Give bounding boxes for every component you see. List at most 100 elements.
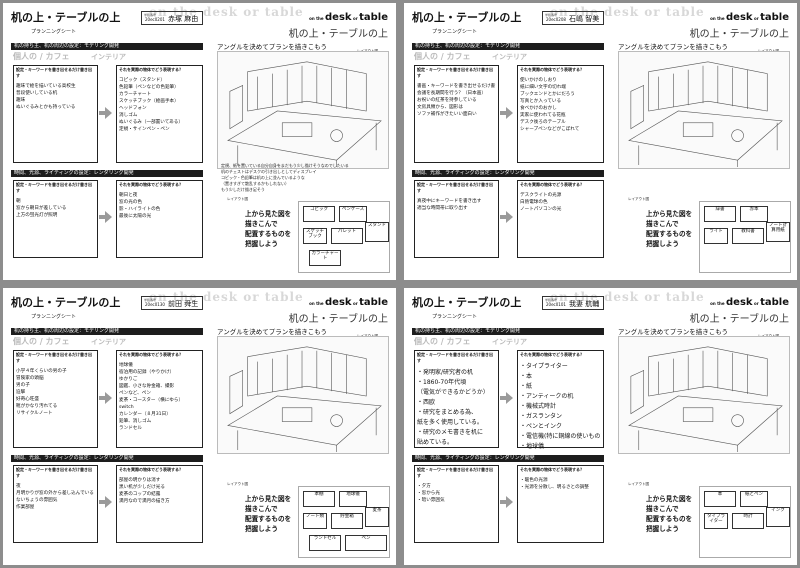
plan-item: スケッチブック — [303, 228, 327, 244]
list-item: 地球儀 — [119, 363, 133, 368]
list-item: ランドセル — [119, 426, 142, 431]
desk-sketch-image — [618, 336, 790, 454]
list-item: （置きすぎて散乱するかもしれない） — [221, 181, 289, 186]
list-item: switch — [119, 405, 134, 410]
list-item: 影・ハイライトの色 — [119, 207, 161, 212]
class-label: 学籍番号 — [144, 298, 157, 302]
object-box-rendering: それを実際の物体でどう表現する？デスクライトの光源白熱電球の色ノートパソコンの光 — [517, 180, 604, 258]
modeling-section-bar: 机の持ち主、机の周辺の設定：モデリング開発 — [412, 43, 604, 50]
planning-sheet-4: on the desk or table 机の上・テーブルの上 プランニングシー… — [404, 288, 797, 565]
sheet-title: 机の上・テーブルの上 — [412, 11, 522, 24]
render-note: 定規、紙を置いている自分自身をまだもう少し描けそうなのでしたいる机のチェストはデ… — [221, 163, 349, 193]
keyword-box-modeling: 設定・キーワードを書き出せるだけ書き出す・発明家/研究者の机・1860-70年代… — [414, 350, 499, 448]
list-item: 会議を長期間を行う？（日本画） — [417, 91, 486, 96]
list-item: ・窓から光 — [417, 491, 440, 496]
desk-sketch-image — [217, 51, 389, 169]
object-box-modeling: それを実際の物体でどう表現する？・タイプライター・本・紙・アンティークの机・機械… — [517, 350, 604, 450]
object-box-rendering: それを実際の物体でどう表現する？部屋の明かりは消す黒い机が少しだけ光る麦茶のコッ… — [116, 465, 203, 543]
list-item: 定規・サインペン・ペン — [119, 127, 170, 132]
planning-sheet-3: on the desk or table 机の上・テーブルの上 プランニングシー… — [3, 288, 396, 565]
angle-heading: アングルを決めてプランを描きこもう — [217, 328, 328, 336]
plan-item: 赤本 — [740, 206, 768, 222]
list-item: ・研究のメモ書きを机に — [417, 429, 484, 436]
list-item: 満月なので満月の描き方 — [119, 499, 170, 504]
arrow-right-icon — [99, 392, 112, 404]
list-item: 靴がかなり汚れてる — [16, 404, 58, 409]
list-item: 書画・キーワードを書き出せるだけ書き出す — [417, 84, 496, 89]
list-item: 配置するものを — [646, 230, 693, 238]
top-view-instruction: 上から見た図を描きこんで配置するものを把握しよう — [245, 494, 291, 534]
top-view-instruction: 上から見た図を描きこんで配置するものを把握しよう — [245, 209, 291, 249]
list-item: 食べかけのおかし — [520, 106, 557, 111]
list-item: ヘッドフォン — [119, 106, 147, 111]
list-item: 描きこんで — [646, 220, 679, 228]
list-item: 最後に太陽の光 — [119, 214, 152, 219]
list-item: ・本 — [520, 373, 533, 380]
list-item: 宿泊用の記録（やりかけ） — [119, 370, 175, 375]
list-item: 定規、紙を置いている自分自身をまだもう少し描けそうなのでしたいる — [221, 163, 349, 168]
list-item: カラーチャート — [119, 92, 152, 97]
plan-item: 教科書 — [732, 228, 764, 244]
list-item: 色鉛筆（ペンなどの色鉛筆） — [119, 85, 179, 90]
arrow-right-icon — [99, 211, 112, 223]
list-item: 麦茶・コースター（横にゆら） — [119, 398, 184, 403]
sheet-title: 机の上・テーブルの上 — [11, 296, 121, 309]
student-id-box: 学籍番号 20ec0130 前田 舜生 — [141, 296, 203, 310]
plan-item: 本棚 — [303, 491, 335, 507]
plan-item: コピック — [303, 206, 335, 222]
list-item: ・研究をまとめる為、 — [417, 409, 478, 416]
ghost-interior: インテリア — [492, 337, 527, 346]
list-item: 夜 — [16, 484, 21, 489]
list-item: 上方の蛍光灯が照明 — [16, 213, 58, 218]
class-label: 学籍番号 — [545, 13, 558, 17]
layout-label: レイアウト図 — [628, 197, 649, 201]
list-item: カレンダー（８月31日） — [119, 412, 171, 417]
plan-item: 紙とペン — [740, 491, 768, 507]
planning-sheet-1: on the desk or table 机の上・テーブルの上 プランニングシー… — [3, 3, 396, 280]
list-item: 貼めている。 — [417, 439, 454, 446]
list-item: ・西欧 — [417, 399, 436, 406]
list-item: 男の子 — [16, 383, 30, 388]
arrow-right-icon — [500, 496, 513, 508]
sheet-subtitle: プランニングシート — [31, 29, 77, 35]
list-item: 把握しよう — [646, 240, 679, 248]
rendering-section-bar: 時間、光源、ライティングの設定：レンダリング開発 — [412, 455, 604, 462]
keyword-box-rendering: 設定・キーワードを書き出せるだけ書き出す朝窓から朝日が差している上方の蛍光灯が照… — [13, 180, 98, 258]
layout-label: レイアウト図 — [628, 482, 649, 486]
arrow-right-icon — [500, 107, 513, 119]
student-number: 20ec0130 — [145, 302, 165, 307]
ghost-interior: インテリア — [91, 337, 126, 346]
student-name: 前田 舜生 — [168, 300, 199, 308]
plan-item: カラーチャート — [309, 250, 341, 266]
keyword-box-modeling: 設定・キーワードを書き出せるだけ書き出す趣味で絵を描いている高校生普段使いしてい… — [13, 65, 98, 163]
list-item: 配置するものを — [245, 230, 292, 238]
ghost-interior: インテリア — [91, 52, 126, 61]
jp-title: 机の上・テーブルの上 — [288, 29, 388, 40]
top-view-plan: コピックペンケーススケッチブックパレットスタンドカラーチャート — [298, 201, 390, 273]
desk-or-table-logo: on the desk or table — [309, 12, 388, 23]
student-number: 20ec0201 — [145, 17, 165, 22]
list-item: 配置するものを — [245, 515, 292, 523]
list-item: 窓の光の色 — [119, 200, 142, 205]
list-item: 文房具類から、図形は — [417, 105, 463, 110]
rendering-section-bar: 時間、光源、ライティングの設定：レンダリング開発 — [412, 170, 604, 177]
desk-or-table-logo: on the desk or table — [309, 297, 388, 308]
plan-item: タイプライター — [704, 513, 728, 529]
list-item: コピック（スタンド） — [119, 78, 165, 83]
list-item: ・暖色の光源 — [520, 478, 548, 483]
ghost-owner: 個人の / カフェ — [13, 51, 70, 61]
list-item: 白熱電球の色 — [520, 200, 548, 205]
student-id-box: 学籍番号 20ec0101 我妻 航輔 — [542, 296, 604, 310]
list-item: ゆかりご — [119, 377, 138, 382]
list-item: 月明かりが窓の外から差し込んでいる — [16, 491, 94, 496]
list-item: ・夕方 — [417, 484, 431, 489]
top-view-plan: 本棚地球儀ノート類貯金箱麦茶ランドセルペン — [298, 486, 390, 558]
ghost-logo: on the desk or table — [149, 290, 304, 304]
modeling-section-bar: 机の持ち主、机の周辺の設定：モデリング開発 — [412, 328, 604, 335]
layout-label: レイアウト図 — [227, 197, 248, 201]
student-name: 赤塚 麻由 — [168, 15, 199, 23]
modeling-section-bar: 机の持ち主、机の周辺の設定：モデリング開発 — [11, 43, 203, 50]
list-item: ソファ補作がきたいい面白い — [417, 112, 477, 117]
list-item: ぬいぐるみ（一部置いてある） — [119, 120, 183, 125]
list-item: スケッチブック（絵画手本） — [119, 99, 179, 104]
